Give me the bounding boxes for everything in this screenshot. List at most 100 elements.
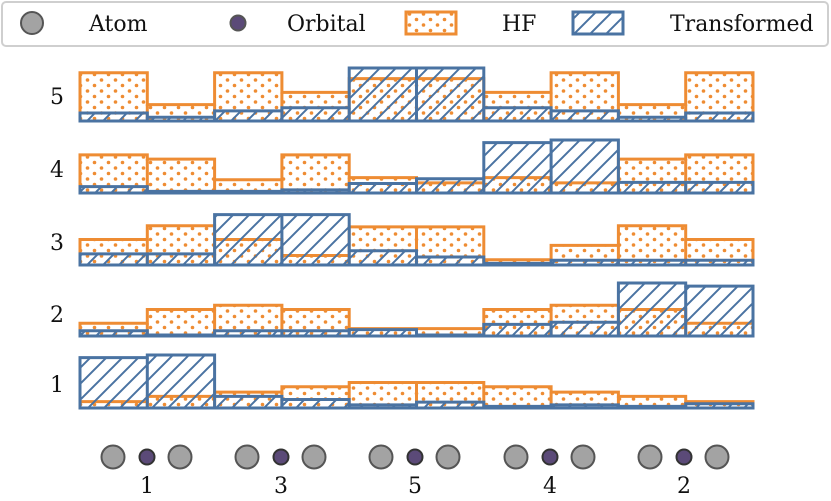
transformed-bar [80, 253, 148, 265]
orbital-marker [138, 448, 156, 466]
atom-marker [301, 444, 327, 470]
atom-marker [704, 444, 730, 470]
transformed-bar [349, 250, 417, 265]
transformed-bar [416, 68, 484, 121]
transformed-bar [483, 107, 552, 121]
panels: 5 4 3 2 1 [50, 66, 755, 410]
atom-marker [435, 444, 461, 470]
transformed-bar [281, 214, 350, 265]
atom-group-5: 5 [368, 444, 461, 499]
transformed-bar [416, 257, 484, 265]
orbital-marker [675, 448, 693, 466]
transformed-bar [80, 186, 148, 193]
panel-label: 1 [50, 373, 64, 398]
transformed-bar [618, 182, 686, 193]
transformed-bar [281, 330, 350, 336]
transformed-outline [78, 353, 755, 410]
transformed-bar [618, 283, 686, 336]
hf-bar [618, 225, 686, 265]
atom-marker [368, 444, 394, 470]
transformed-dividers [145, 357, 688, 408]
atom-group-4: 4 [503, 444, 596, 499]
transformed-outline [78, 281, 755, 338]
transformed-bar [416, 178, 484, 193]
panel-5: 5 [50, 66, 755, 123]
transformed-bar [551, 322, 619, 336]
legend-label-hf: HF [502, 12, 536, 37]
group-label: 2 [677, 474, 691, 499]
panel-4: 4 [50, 138, 755, 195]
hf-bar [147, 309, 215, 336]
panel-1: 1 [50, 353, 755, 410]
transformed-bar [214, 330, 282, 336]
transformed-bar [80, 113, 148, 121]
transformed-bar [685, 286, 753, 336]
orbital-marker [406, 448, 424, 466]
hf-bar [416, 328, 484, 336]
legend-marker-hf [404, 10, 458, 36]
group-label: 4 [543, 474, 557, 499]
atom-group-2: 2 [637, 444, 730, 499]
transformed-bar [416, 402, 484, 408]
transformed-bar [618, 117, 686, 121]
atom-marker [570, 444, 596, 470]
atom-marker [637, 444, 663, 470]
transformed-bar [147, 253, 215, 265]
hf-bar [147, 159, 215, 193]
transformed-bar [618, 260, 686, 265]
hf-bar [214, 179, 282, 193]
panel-2: 2 [50, 281, 755, 338]
hf-bar [281, 154, 350, 193]
hf-outline [78, 224, 755, 267]
group-label: 1 [140, 474, 154, 499]
transformed-bar [551, 140, 619, 193]
legend-label-orbital: Orbital [287, 12, 366, 37]
transformed-bar [483, 324, 552, 336]
transformed-bar [685, 260, 753, 265]
legend-marker-transformed [571, 10, 625, 36]
transformed-bar [349, 404, 417, 408]
transformed-dividers [145, 214, 688, 265]
panel-label: 2 [50, 303, 64, 328]
transformed-bar [551, 404, 619, 408]
transformed-bar [80, 357, 148, 408]
atom-group-3: 3 [234, 444, 327, 499]
transformed-bar [685, 113, 753, 121]
transformed-dividers [145, 286, 688, 336]
transformed-bar [214, 396, 282, 408]
transformed-bar [685, 182, 753, 193]
transformed-bar [551, 260, 619, 265]
hf-bar [618, 396, 686, 408]
legend-marker-atom [20, 11, 44, 35]
transformed-bar [214, 110, 282, 121]
transformed-bar [214, 214, 282, 265]
panel-label: 3 [50, 231, 64, 256]
transformed-bar [349, 329, 417, 336]
hf-bar [483, 386, 552, 408]
orbital-marker [541, 448, 559, 466]
transformed-outline [78, 66, 755, 123]
transformed-bar [551, 110, 619, 121]
transformed-bar [281, 189, 350, 193]
transformed-bar [483, 142, 552, 193]
atom-marker [234, 444, 260, 470]
panel-label: 4 [50, 158, 64, 183]
atom-marker [503, 444, 529, 470]
transformed-bar [281, 399, 350, 408]
legend-marker-orbital [229, 14, 247, 32]
transformed-dividers [145, 142, 688, 193]
atom-group-1: 1 [100, 444, 193, 499]
transformed-bar [80, 330, 148, 336]
legend-label-atom: Atom [88, 12, 148, 37]
transformed-bar [147, 117, 215, 121]
transformed-bar [685, 403, 753, 408]
panel-label: 5 [50, 85, 64, 110]
panel-3: 3 [50, 213, 755, 267]
transformed-outline [78, 138, 755, 195]
transformed-bar [147, 355, 215, 408]
atom-marker [167, 444, 193, 470]
transformed-bar [349, 183, 417, 193]
